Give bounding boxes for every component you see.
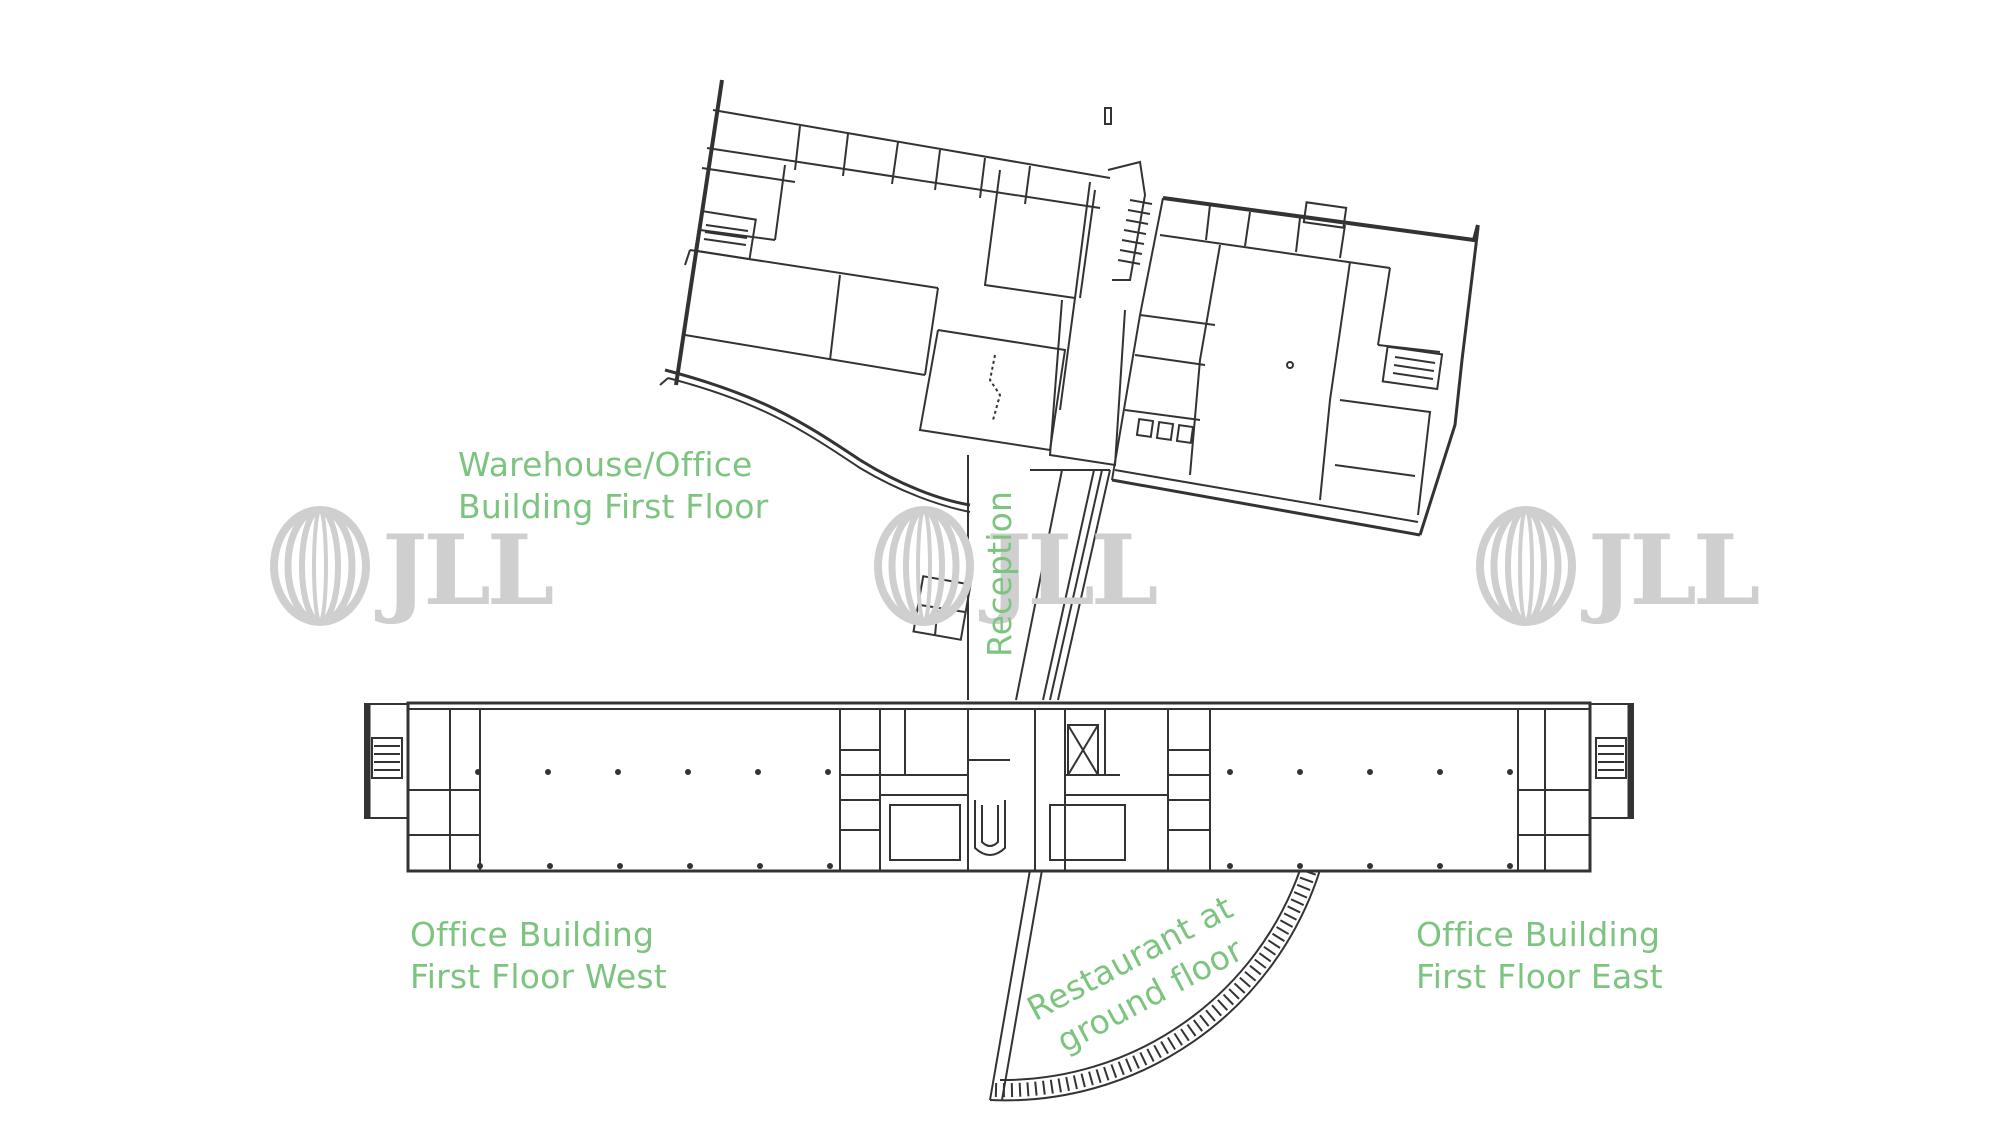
reception-label: Reception (979, 490, 1021, 657)
office-west-label: Office Building First Floor West (410, 914, 667, 998)
office-building-bar (364, 701, 1634, 873)
warehouse-label-line2: Building First Floor (458, 487, 769, 526)
jll-watermark-text: JLL (978, 514, 1157, 627)
reception-label-text: Reception (980, 490, 1019, 657)
office-west-label-line1: Office Building (410, 915, 655, 954)
jll-watermark: JLL (874, 506, 1161, 627)
office-east-label-line1: Office Building (1416, 915, 1661, 954)
jll-watermark: JLL (1476, 506, 1763, 627)
jll-watermark-text: JLL (374, 514, 553, 627)
restaurant-arc (989, 867, 1321, 1102)
jll-watermark: JLL (270, 506, 557, 627)
office-east-label-line2: First Floor East (1416, 957, 1663, 996)
office-east-label: Office Building First Floor East (1416, 914, 1663, 998)
office-west-label-line2: First Floor West (410, 957, 667, 996)
jll-watermark-text: JLL (1580, 514, 1759, 627)
warehouse-label-line1: Warehouse/Office (458, 445, 753, 484)
warehouse-office-label: Warehouse/Office Building First Floor (458, 444, 768, 528)
warehouse-office-building (659, 79, 1480, 537)
